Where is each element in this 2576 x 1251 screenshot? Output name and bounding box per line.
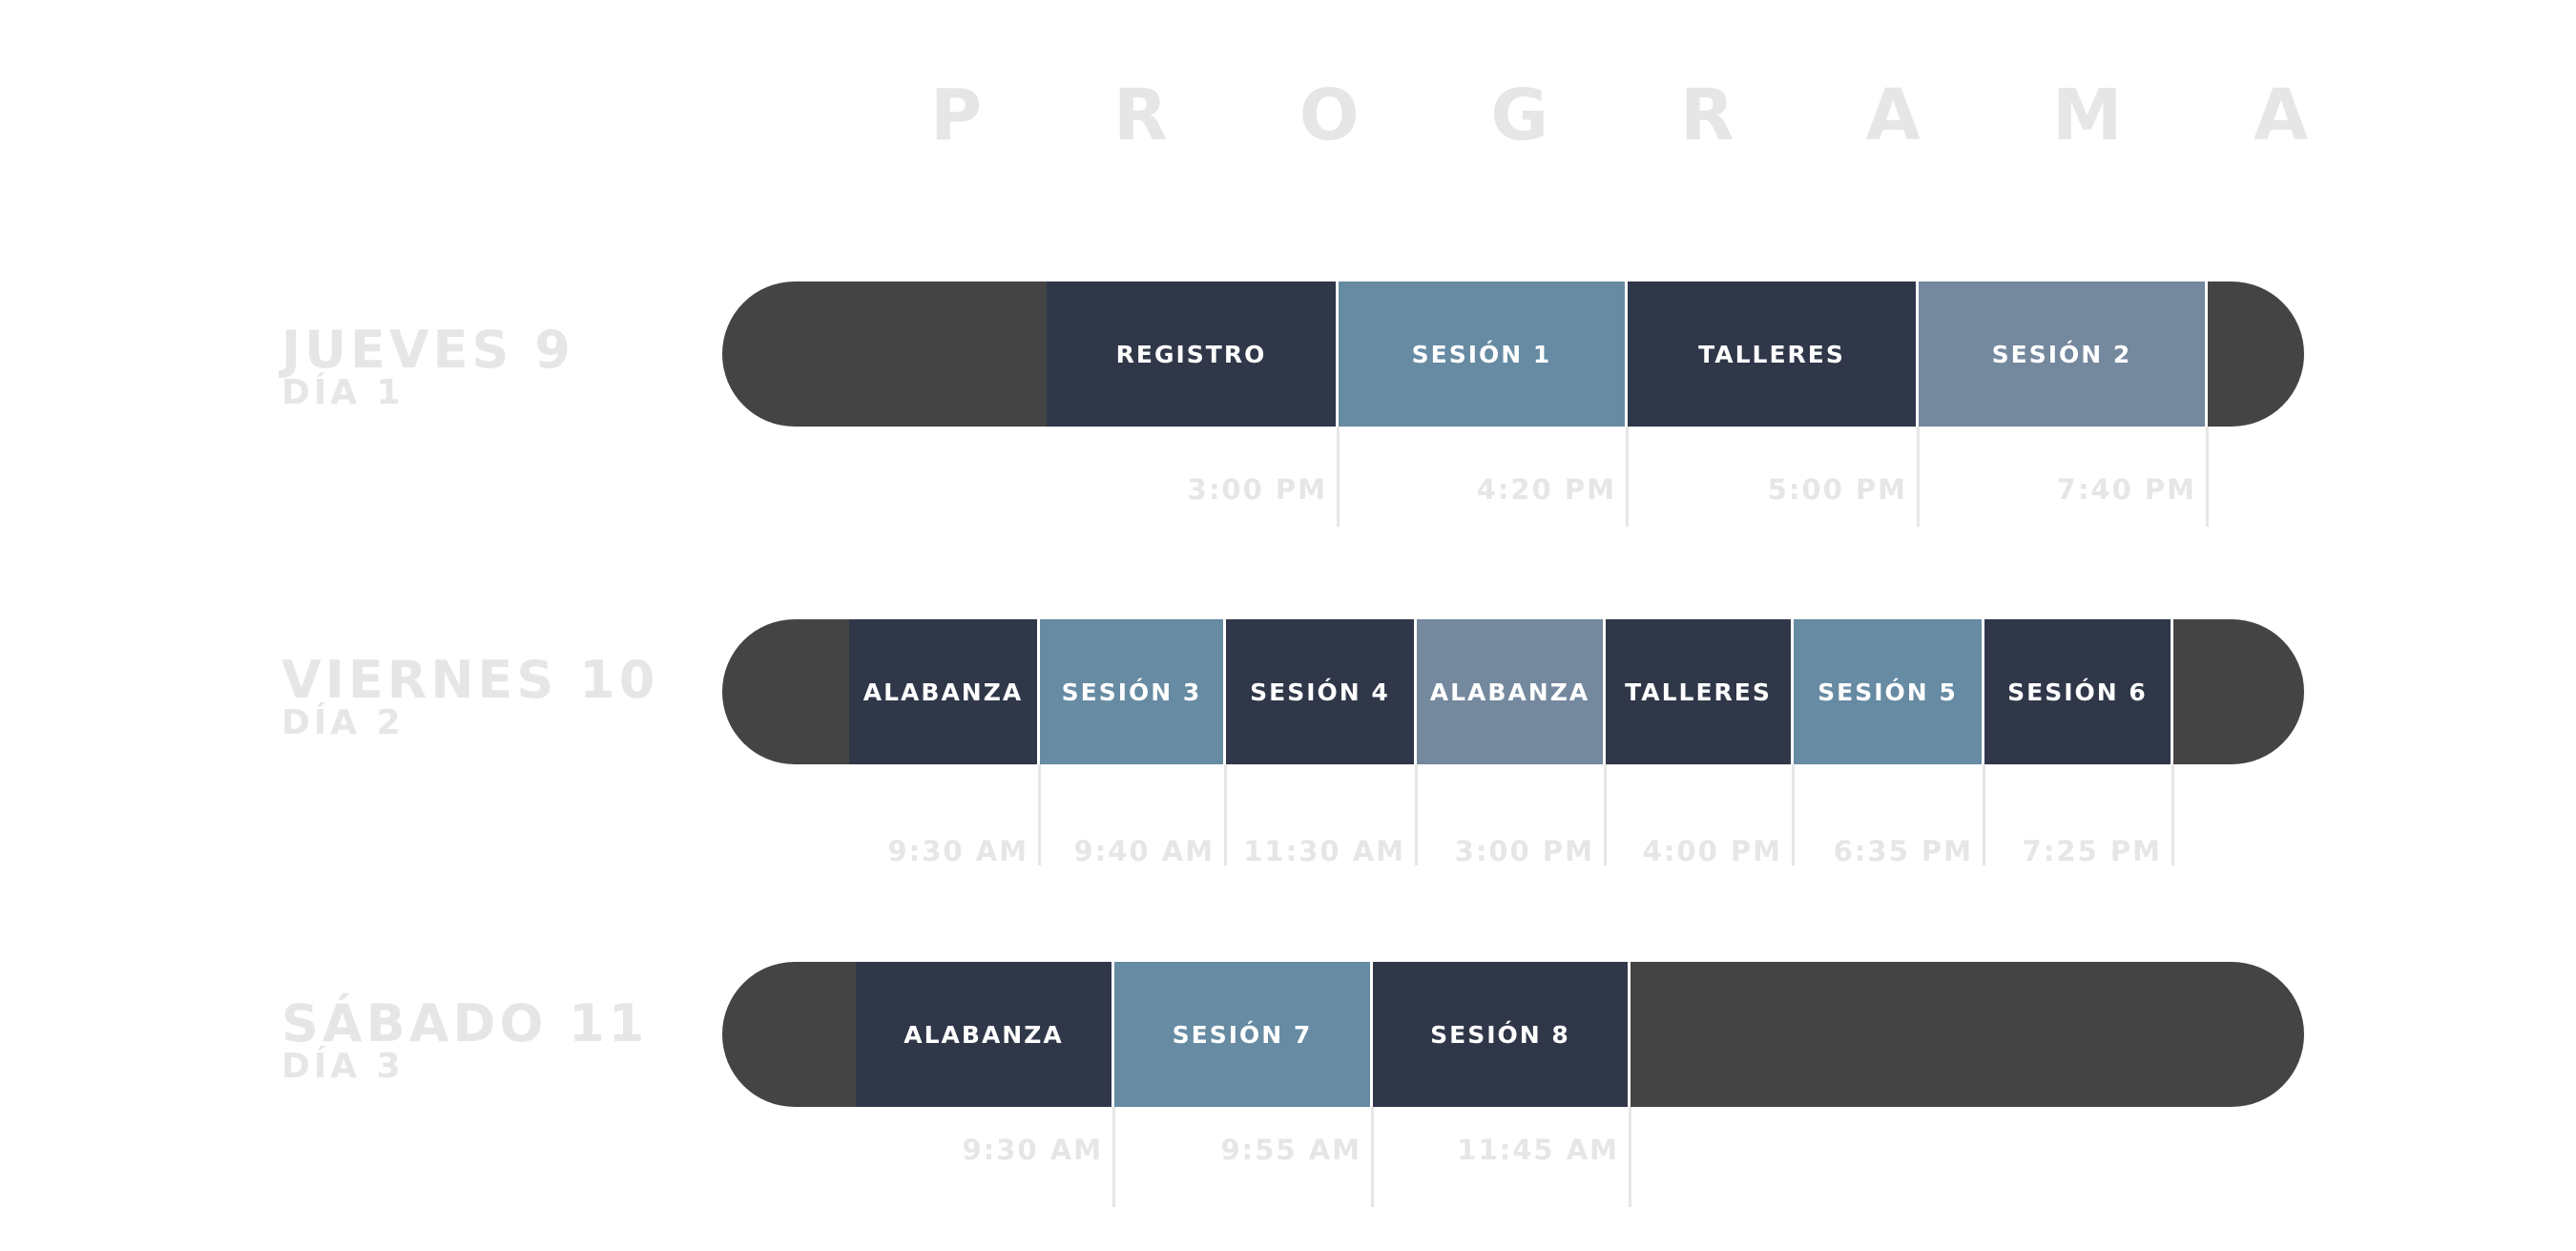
session-block: SESIÓN 7	[1114, 962, 1373, 1107]
time-divider	[1626, 427, 1629, 527]
session-block: REGISTRO	[1047, 281, 1339, 427]
time-label: 5:00 PM	[1767, 473, 1907, 506]
session-block: SESIÓN 6	[1984, 619, 2173, 764]
time-divider	[1604, 764, 1607, 865]
time-divider	[1629, 1107, 1631, 1207]
session-block: ALABANZA	[1417, 619, 1606, 764]
time-label: 9:30 AM	[962, 1134, 1103, 1166]
session-block: SESIÓN 3	[1040, 619, 1226, 764]
time-label: 11:45 AM	[1457, 1134, 1619, 1166]
time-label: 4:00 PM	[1642, 835, 1782, 867]
time-label: 7:40 PM	[2056, 473, 2196, 506]
time-label: 7:25 PM	[2022, 835, 2162, 867]
time-divider	[1337, 427, 1340, 527]
page-title: P R O G R A M A	[930, 74, 2362, 156]
time-divider	[1038, 764, 1041, 865]
time-divider	[1917, 427, 1920, 527]
time-label: 6:35 PM	[1833, 835, 1973, 867]
time-label: 3:00 PM	[1454, 835, 1594, 867]
time-divider	[2206, 427, 2209, 527]
time-label: 9:30 AM	[887, 835, 1028, 867]
day-number: DÍA 1	[281, 373, 405, 412]
session-block: TALLERES	[1628, 281, 1919, 427]
time-divider	[1415, 764, 1418, 865]
time-divider	[1371, 1107, 1374, 1207]
day-number: DÍA 3	[281, 1047, 405, 1086]
session-block: SESIÓN 1	[1339, 281, 1628, 427]
time-divider	[1112, 1107, 1115, 1207]
time-label: 9:55 AM	[1220, 1134, 1361, 1166]
session-block: SESIÓN 4	[1226, 619, 1417, 764]
time-label: 3:00 PM	[1187, 473, 1327, 506]
session-block: SESIÓN 2	[1919, 281, 2208, 427]
time-divider	[1983, 764, 1985, 865]
day-name: JUEVES 9	[281, 320, 574, 380]
time-divider	[1224, 764, 1227, 865]
session-block: ALABANZA	[849, 619, 1040, 764]
session-block: TALLERES	[1606, 619, 1794, 764]
day-name: VIERNES 10	[281, 650, 659, 710]
time-divider	[2171, 764, 2174, 865]
time-label: 4:20 PM	[1476, 473, 1616, 506]
time-label: 11:30 AM	[1243, 835, 1405, 867]
time-divider	[1792, 764, 1795, 865]
time-label: 9:40 AM	[1073, 835, 1215, 867]
day-name: SÁBADO 11	[281, 993, 649, 1053]
day-number: DÍA 2	[281, 703, 405, 742]
session-block: SESIÓN 5	[1794, 619, 1984, 764]
session-block: ALABANZA	[856, 962, 1114, 1107]
session-block: SESIÓN 8	[1373, 962, 1631, 1107]
